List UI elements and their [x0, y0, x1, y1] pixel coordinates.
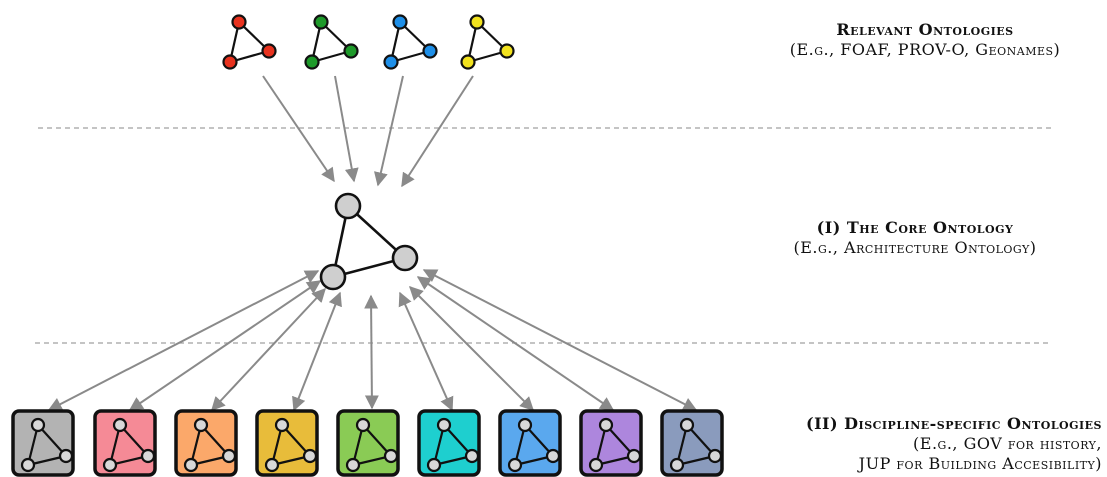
core-ontology-label: (I) The Core Ontology (E.g., Architectur… — [740, 218, 1090, 258]
relevant-ontology-4-node — [469, 14, 485, 30]
discipline-ontology-8 — [579, 409, 643, 477]
discipline-graph-node — [183, 457, 199, 473]
relevant-ontologies-subtitle: (E.g., FOAF, PROV-O, Geonames) — [789, 40, 1061, 59]
core-ontology-subtitle: (E.g., Architecture Ontology) — [793, 238, 1037, 257]
relevant-ontology-1-node — [231, 14, 247, 30]
arrow-relevant-to-core — [401, 75, 474, 188]
discipline-graph — [102, 417, 156, 473]
core-ontology — [319, 192, 419, 291]
discipline-ontologies-example-2: JUP for Building Accesibility) — [858, 454, 1102, 473]
discipline-graph-node — [102, 457, 118, 473]
core-ontology-node — [334, 192, 362, 220]
core-ontology-node — [319, 263, 347, 291]
arrow-core-discipline — [409, 286, 534, 411]
discipline-graph-node — [626, 448, 642, 464]
arrows — [47, 75, 698, 412]
discipline-graph-node — [112, 417, 128, 433]
discipline-graph-node — [193, 417, 209, 433]
arrow-relevant-to-core — [334, 75, 359, 183]
discipline-graph-node — [588, 457, 604, 473]
discipline-graph-node — [464, 448, 480, 464]
relevant-ontology-2 — [304, 14, 359, 70]
discipline-graph-node — [30, 417, 46, 433]
discipline-graph — [345, 417, 399, 473]
discipline-graph — [507, 417, 561, 473]
relevant-ontology-3-node — [392, 14, 408, 30]
discipline-ontology-4 — [255, 409, 319, 477]
discipline-graph-node — [598, 417, 614, 433]
relevant-ontology-2-node — [343, 43, 359, 59]
relevant-ontology-4-node — [460, 54, 476, 70]
discipline-ontology-7 — [498, 409, 562, 477]
discipline-graph-node — [221, 448, 237, 464]
discipline-graph — [183, 417, 237, 473]
relevant-ontology-3-node — [383, 54, 399, 70]
discipline-graph-node — [58, 448, 74, 464]
discipline-graph — [669, 417, 723, 473]
relevant-ontologies-title: Relevant Ontologies — [836, 20, 1014, 39]
discipline-graph-node — [355, 417, 371, 433]
discipline-graph-node — [707, 448, 723, 464]
relevant-ontology-3 — [383, 14, 438, 70]
discipline-graph-node — [426, 457, 442, 473]
discipline-graph-node — [679, 417, 695, 433]
discipline-ontology-6 — [417, 409, 481, 477]
relevant-ontologies-label: Relevant Ontologies (E.g., FOAF, PROV-O,… — [760, 20, 1090, 60]
relevant-ontology-1-node — [222, 54, 238, 70]
discipline-graph-node — [140, 448, 156, 464]
discipline-graph-node — [302, 448, 318, 464]
discipline-graph-node — [669, 457, 685, 473]
relevant-ontology-4 — [460, 14, 515, 70]
discipline-graph — [588, 417, 642, 473]
discipline-graph-node — [517, 417, 533, 433]
relevant-ontology-4-node — [499, 43, 515, 59]
arrow-core-discipline — [398, 291, 454, 412]
discipline-graph-node — [507, 457, 523, 473]
relevant-ontology-1-node — [261, 43, 277, 59]
arrow-core-discipline — [416, 276, 615, 411]
arrow-core-discipline — [422, 269, 698, 411]
relevant-ontology-2-node — [313, 14, 329, 30]
discipline-graph-node — [383, 448, 399, 464]
arrow-core-discipline — [128, 280, 322, 411]
discipline-ontology-2 — [93, 409, 157, 477]
discipline-graph-node — [274, 417, 290, 433]
arrow-relevant-to-core — [262, 75, 335, 183]
discipline-graph-node — [545, 448, 561, 464]
discipline-graph — [426, 417, 480, 473]
arrow-core-discipline — [211, 287, 326, 412]
discipline-graph-node — [345, 457, 361, 473]
discipline-graph — [20, 417, 74, 473]
discipline-graph-node — [264, 457, 280, 473]
discipline-graph — [264, 417, 318, 473]
relevant-ontologies — [222, 14, 515, 70]
arrow-relevant-to-core — [373, 75, 404, 187]
relevant-ontology-3-node — [422, 43, 438, 59]
discipline-graph-node — [20, 457, 36, 473]
core-ontology-node — [391, 244, 419, 272]
discipline-ontology-1 — [11, 409, 75, 477]
discipline-ontologies-label: (II) Discipline-specific Ontologies (E.g… — [732, 414, 1102, 474]
core-ontology-title: (I) The Core Ontology — [816, 218, 1014, 237]
discipline-ontologies-example-1: (E.g., GOV for history, — [913, 434, 1102, 453]
arrow-core-discipline — [292, 291, 342, 412]
discipline-ontologies-title: (II) Discipline-specific Ontologies — [806, 414, 1102, 433]
discipline-ontology-9 — [660, 409, 724, 477]
core-ontology-graph — [319, 192, 419, 291]
arrow-core-discipline — [364, 294, 379, 410]
relevant-ontology-2-node — [304, 54, 320, 70]
relevant-ontology-1 — [222, 14, 277, 70]
discipline-ontology-5 — [336, 409, 400, 477]
discipline-ontology-3 — [174, 409, 238, 477]
discipline-ontologies — [11, 409, 724, 477]
discipline-graph-node — [436, 417, 452, 433]
